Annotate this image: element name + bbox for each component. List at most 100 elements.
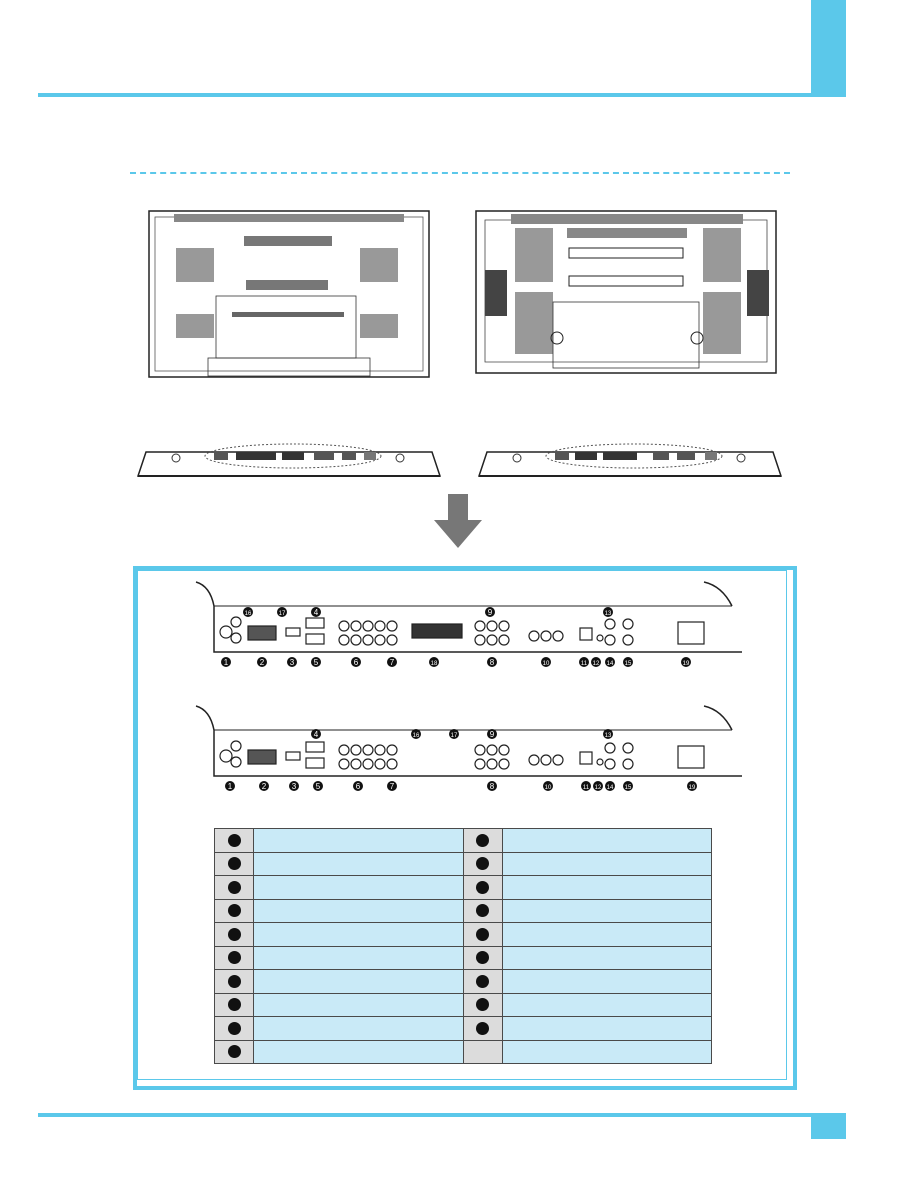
legend-description-cell bbox=[253, 945, 464, 970]
svg-text:6: 6 bbox=[354, 658, 359, 667]
callout-6: 6 bbox=[351, 657, 361, 667]
callout-8: 8 bbox=[487, 781, 497, 791]
number-bullet-icon bbox=[476, 904, 489, 918]
svg-text:16: 16 bbox=[413, 733, 420, 739]
svg-text:5: 5 bbox=[314, 658, 319, 667]
callout-17: 17 bbox=[449, 729, 459, 739]
number-bullet-icon bbox=[227, 927, 241, 941]
callout-2: 2 bbox=[257, 657, 267, 667]
svg-text:11: 11 bbox=[581, 661, 588, 667]
legend-row bbox=[214, 1016, 712, 1041]
legend-description-cell bbox=[253, 969, 464, 994]
svg-text:14: 14 bbox=[607, 785, 614, 791]
legend-description-cell bbox=[501, 1039, 712, 1064]
legend-description-cell bbox=[501, 828, 712, 853]
header-rule bbox=[38, 93, 846, 97]
callout-13: 13 bbox=[603, 607, 613, 617]
legend-description-cell bbox=[501, 898, 712, 923]
connector-panel-inner bbox=[137, 570, 787, 1080]
legend-row bbox=[214, 969, 712, 994]
legend-description-cell bbox=[501, 875, 712, 900]
footer-rule bbox=[38, 1113, 846, 1117]
svg-text:3: 3 bbox=[290, 658, 295, 667]
svg-text:6: 6 bbox=[356, 782, 361, 791]
number-bullet-icon bbox=[476, 974, 489, 988]
callout-11: 11 bbox=[581, 781, 591, 791]
callout-19: 19 bbox=[681, 657, 691, 667]
footer-tab bbox=[811, 1113, 846, 1139]
tv-bottom-view-right bbox=[477, 443, 783, 477]
callout-18: 18 bbox=[429, 657, 439, 667]
callout-15: 15 bbox=[623, 657, 633, 667]
header-tab bbox=[811, 0, 846, 97]
legend-description-cell bbox=[253, 898, 464, 923]
legend-row bbox=[214, 828, 712, 853]
svg-text:9: 9 bbox=[488, 608, 493, 617]
svg-text:15: 15 bbox=[625, 661, 632, 667]
tv-bottom-view-left bbox=[136, 443, 442, 477]
svg-text:17: 17 bbox=[279, 611, 286, 617]
legend-row bbox=[214, 1039, 712, 1064]
legend-description-cell bbox=[501, 1016, 712, 1041]
svg-text:15: 15 bbox=[625, 785, 632, 791]
svg-text:8: 8 bbox=[490, 658, 495, 667]
svg-text:7: 7 bbox=[390, 782, 395, 791]
number-bullet-icon bbox=[227, 857, 241, 871]
svg-text:13: 13 bbox=[605, 733, 612, 739]
number-bullet-icon bbox=[227, 1045, 241, 1059]
svg-text:7: 7 bbox=[390, 658, 395, 667]
callout-4: 4 bbox=[311, 607, 321, 617]
tv-rear-view-right bbox=[475, 210, 777, 374]
callout-15: 15 bbox=[623, 781, 633, 791]
svg-text:2: 2 bbox=[262, 782, 267, 791]
svg-text:8: 8 bbox=[490, 782, 495, 791]
tv-rear-view-left bbox=[148, 210, 430, 378]
legend-description-cell bbox=[253, 1039, 464, 1064]
svg-text:10: 10 bbox=[545, 785, 552, 791]
svg-text:19: 19 bbox=[689, 785, 696, 791]
callout-9: 9 bbox=[487, 729, 497, 739]
callout-7: 7 bbox=[387, 657, 397, 667]
number-bullet-icon bbox=[476, 998, 489, 1012]
svg-text:11: 11 bbox=[583, 785, 590, 791]
legend-row bbox=[214, 945, 712, 970]
callout-12: 12 bbox=[591, 657, 601, 667]
number-bullet-icon bbox=[476, 1021, 489, 1035]
jacks bbox=[219, 740, 705, 770]
number-bullet-icon bbox=[227, 998, 241, 1012]
callout-2: 2 bbox=[259, 781, 269, 791]
callout-3: 3 bbox=[287, 657, 297, 667]
number-bullet-icon bbox=[476, 857, 489, 871]
svg-text:4: 4 bbox=[314, 608, 319, 617]
svg-text:17: 17 bbox=[451, 733, 458, 739]
legend-description-cell bbox=[501, 969, 712, 994]
callout-16: 16 bbox=[243, 607, 253, 617]
legend-row bbox=[214, 992, 712, 1017]
svg-text:1: 1 bbox=[224, 658, 229, 667]
callout-7: 7 bbox=[387, 781, 397, 791]
callout-13: 13 bbox=[603, 729, 613, 739]
down-arrow-icon bbox=[434, 494, 482, 548]
svg-text:12: 12 bbox=[593, 661, 600, 667]
callout-8: 8 bbox=[487, 657, 497, 667]
callout-16: 16 bbox=[411, 729, 421, 739]
svg-text:13: 13 bbox=[605, 611, 612, 617]
svg-text:12: 12 bbox=[595, 785, 602, 791]
callout-11: 11 bbox=[579, 657, 589, 667]
callout-14: 14 bbox=[605, 781, 615, 791]
callout-17: 17 bbox=[277, 607, 287, 617]
svg-text:1: 1 bbox=[228, 782, 233, 791]
number-bullet-icon bbox=[476, 927, 489, 941]
legend-description-cell bbox=[253, 922, 464, 947]
svg-text:4: 4 bbox=[314, 730, 319, 739]
callout-14: 14 bbox=[605, 657, 615, 667]
legend-description-cell bbox=[501, 851, 712, 876]
number-bullet-icon bbox=[476, 833, 489, 847]
legend-description-cell bbox=[253, 992, 464, 1017]
callout-10: 10 bbox=[543, 781, 553, 791]
jacks bbox=[219, 616, 705, 646]
number-bullet-icon bbox=[227, 974, 241, 988]
legend-description-cell bbox=[253, 1016, 464, 1041]
number-bullet-icon bbox=[476, 951, 489, 965]
